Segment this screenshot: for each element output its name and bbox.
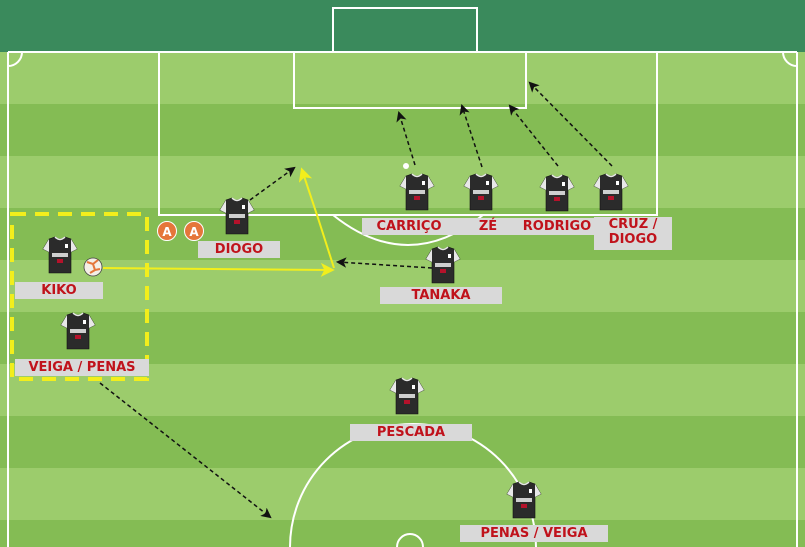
- player-label-pescada: PESCADA: [350, 424, 472, 441]
- player-label-penas-veiga: PENAS / VEIGA: [460, 525, 608, 542]
- marker-a-left[interactable]: A: [157, 221, 177, 241]
- player-label-veiga-penas: VEIGA / PENAS: [15, 359, 149, 376]
- player-label-rodrigo: RODRIGO: [518, 218, 596, 235]
- pass-arrow-up: [298, 167, 335, 269]
- run-arrow-tanaka: [335, 257, 433, 269]
- player-label-kiko: KIKO: [15, 282, 103, 299]
- player-label-cruz-line: CRUZ /: [608, 217, 658, 232]
- player-label-ze: ZÉ: [456, 218, 520, 235]
- player-label-diogo-line: DIOGO: [608, 232, 658, 247]
- player-label-tanaka: TANAKA: [380, 287, 502, 304]
- ball[interactable]: [83, 257, 103, 277]
- marker-a-right[interactable]: A: [184, 221, 204, 241]
- pass-arrows: [102, 167, 335, 277]
- player-label-carrico: CARRIÇO: [362, 218, 456, 235]
- pass-arrow-kiko: [102, 262, 335, 277]
- run-arrow-carrico: [396, 110, 416, 166]
- run-arrow-ze: [459, 104, 483, 168]
- run-arrow-rodrigo: [508, 104, 559, 167]
- player-label-diogo: DIOGO: [198, 241, 280, 258]
- zone-box: [10, 212, 149, 381]
- run-arrows: [99, 81, 613, 519]
- player-label-cruz-diogo: CRUZ / DIOGO: [594, 217, 672, 250]
- run-arrow-veiga: [99, 382, 272, 519]
- run-arrow-cruz: [528, 81, 613, 167]
- run-arrow-diogo: [249, 166, 296, 201]
